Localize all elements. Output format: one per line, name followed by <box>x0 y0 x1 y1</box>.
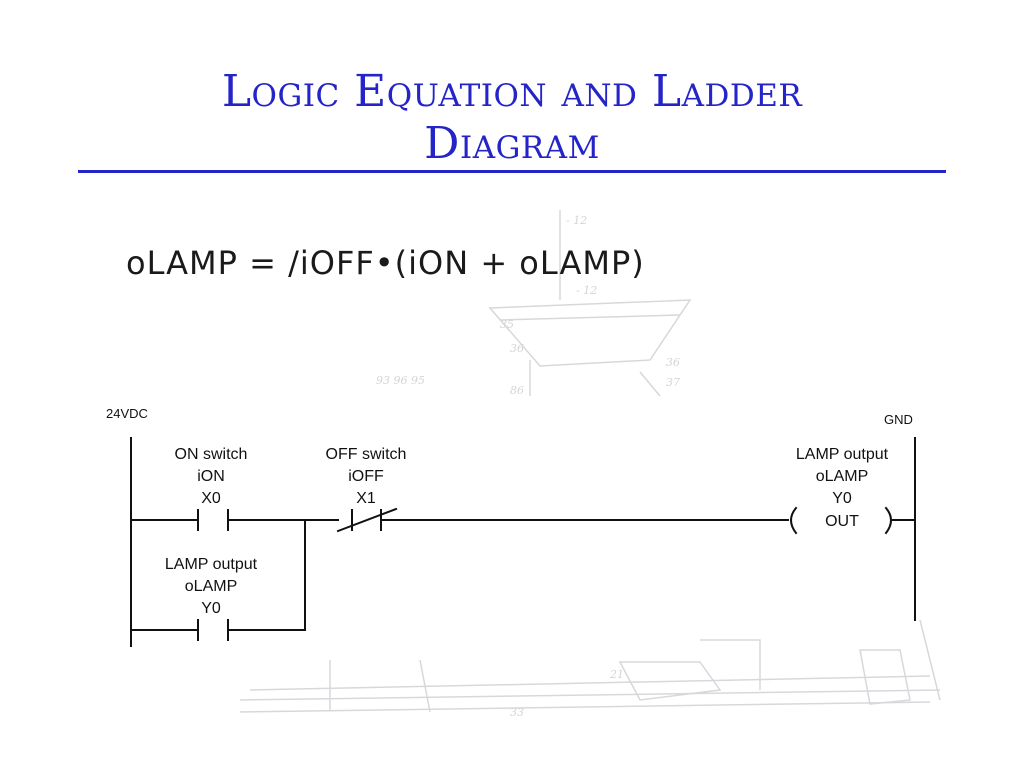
lamp-coil-label-2: oLAMP <box>816 468 868 485</box>
off-switch-label-1: OFF switch <box>326 446 407 463</box>
svg-text:35: 35 <box>500 318 514 331</box>
svg-text:- 12: - 12 <box>566 214 587 227</box>
off-switch-label-3: X1 <box>356 490 376 507</box>
off-switch-label-2: iOFF <box>348 468 384 485</box>
svg-text:36: 36 <box>666 356 680 369</box>
lamp-coil-left-paren <box>790 506 798 535</box>
logic-equation: oLAMP = /iOFF•(iON + oLAMP) <box>126 244 645 282</box>
svg-text:37: 37 <box>666 376 680 389</box>
lamp-coil-right-paren <box>884 506 892 535</box>
lamp-coil-label-3: Y0 <box>832 490 852 507</box>
right-rail-label: GND <box>884 412 913 427</box>
lamp-coil-out-text: OUT <box>825 513 859 530</box>
title-line-1: Logic Equation and Ladder <box>221 66 803 117</box>
svg-text:33: 33 <box>510 706 524 719</box>
on-switch-label-1: ON switch <box>175 446 248 463</box>
lamp-contact-label-3: Y0 <box>201 600 221 617</box>
svg-text:86: 86 <box>510 384 524 397</box>
svg-text:36: 36 <box>510 342 524 355</box>
on-switch-label-3: X0 <box>201 490 221 507</box>
lamp-contact-label-2: oLAMP <box>185 578 237 595</box>
lamp-coil-label-1: LAMP output <box>796 446 889 463</box>
title-underline <box>78 170 946 173</box>
title-line-2: Diagram <box>424 118 600 169</box>
on-switch-label-2: iON <box>197 468 225 485</box>
svg-text:21: 21 <box>609 668 624 681</box>
svg-text:- 12: - 12 <box>576 284 597 297</box>
left-rail-label: 24VDC <box>106 406 148 421</box>
lamp-contact-label-1: LAMP output <box>165 556 258 573</box>
slide-title: Logic Equation and Ladder Diagram <box>0 66 1024 170</box>
off-switch-contact-slash <box>336 507 398 533</box>
svg-text:93 96 95: 93 96 95 <box>376 374 425 387</box>
